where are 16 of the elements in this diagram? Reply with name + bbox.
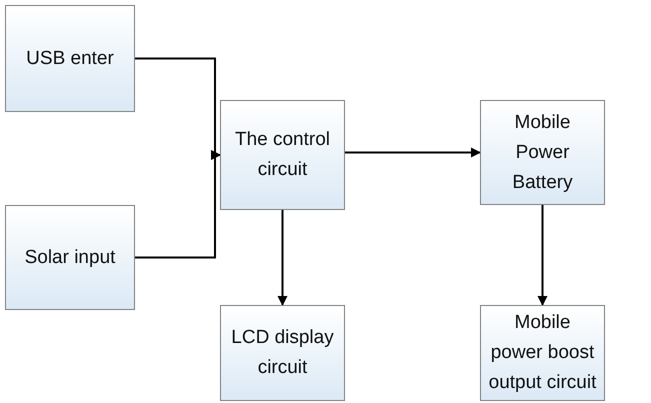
box-label: Solar input bbox=[24, 246, 116, 270]
process-box bbox=[480, 100, 605, 205]
box-label: The control circuit bbox=[234, 128, 332, 182]
arrow bbox=[278, 210, 288, 306]
arrow bbox=[345, 148, 481, 158]
process-box bbox=[5, 205, 135, 310]
box-label: LCD display circuit bbox=[230, 326, 335, 380]
box-label: Mobile Power Battery bbox=[511, 110, 574, 194]
arrow bbox=[135, 150, 221, 258]
process-box bbox=[480, 305, 605, 401]
box-label: Mobile power boost output circuit bbox=[488, 311, 598, 395]
process-box bbox=[220, 305, 345, 401]
process-box bbox=[5, 5, 135, 112]
arrow bbox=[538, 205, 548, 306]
process-box bbox=[220, 100, 345, 210]
box-label: USB enter bbox=[25, 46, 115, 70]
